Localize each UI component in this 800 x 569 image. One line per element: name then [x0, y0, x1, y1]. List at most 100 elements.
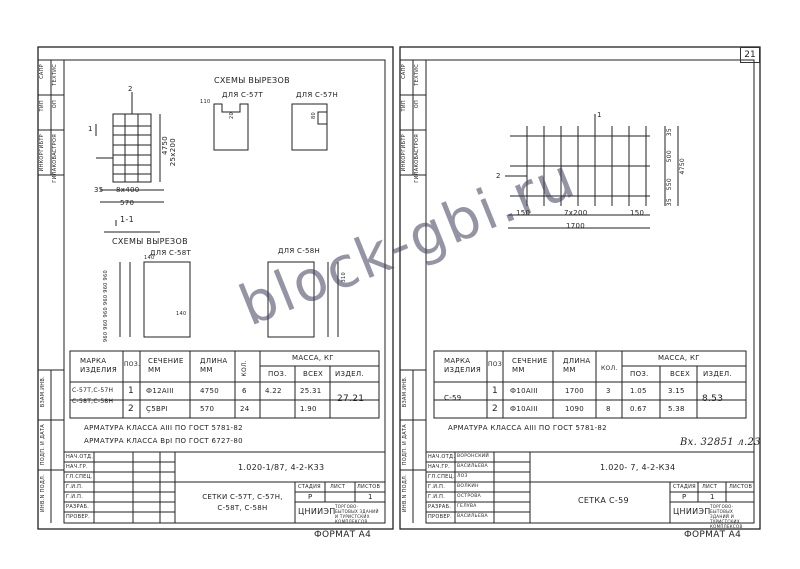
right-marker-2: 2	[496, 172, 501, 180]
left-role-7: ПРОВЕР.	[66, 514, 91, 520]
right-row2-qty: 8	[606, 405, 611, 413]
left-stamp-sheets-h: ЛИСТОВ	[357, 484, 381, 490]
right-side-label-2: ПОДП. И ДАТА	[402, 424, 408, 466]
left-cut-schemes-title: СХЕМЫ ВЫРЕЗОВ	[214, 76, 290, 85]
page-number: 21	[740, 47, 760, 63]
left-dim-8x400: 8x400	[116, 186, 140, 194]
left-cut-schemes-title-2: СХЕМЫ ВЫРЕЗОВ	[112, 237, 188, 246]
left-mass-item: 27.21	[337, 394, 365, 404]
left-stamp-org2: ТОРГОВО-БЫТОВЫХ ЗДАНИЙ И ТУРИСТСКИХ КОМП…	[335, 504, 379, 524]
left-th-qty: КОЛ.	[241, 360, 248, 377]
left-row1-mass-pos: 4.22	[265, 387, 282, 395]
left-dim-960: 960 960 960 960 960 960	[103, 270, 109, 343]
right-side-stamp-3: ТИП	[401, 100, 407, 112]
right-row2-section: Ф10АIII	[510, 405, 539, 413]
left-th-length: ДЛИНА ММ	[200, 357, 228, 374]
left-dim-110: 110	[200, 99, 211, 105]
left-mark-a: С-57Т,С-57Н	[72, 387, 114, 394]
left-row1-section: Ф12АIII	[146, 387, 175, 395]
left-side-label-1: ВЗАМ.ИНВ.	[40, 376, 46, 408]
left-row2-qty: 24	[240, 405, 250, 413]
left-cut-57n: ДЛЯ С-57Н	[296, 91, 339, 99]
left-stamp-stage: Р	[308, 493, 313, 501]
right-name-6: ГЕЛУВА	[457, 504, 477, 509]
right-row1-mass-pos: 1.05	[630, 387, 647, 395]
right-format: ФОРМАТ А4	[684, 530, 742, 540]
right-row1-section: Ф10АIII	[510, 387, 539, 395]
left-role-5: Г.И.П.	[66, 494, 84, 500]
right-side-stamp-1: САПР	[401, 64, 407, 79]
right-stamp-sheet: 1	[710, 493, 715, 501]
left-cut-57t: ДЛЯ С-57Т	[222, 91, 264, 99]
left-th-pos: ПОЗ.	[124, 361, 141, 368]
right-dim-150b: 150	[630, 209, 645, 217]
left-dim-25x200: 25x200	[169, 138, 177, 167]
right-stamp-sheets-h: ЛИСТОВ	[729, 484, 753, 490]
right-side-label-3: ИНВ.N ПОДЛ.	[402, 474, 408, 513]
right-role-1: НАЧ.ОТД.	[428, 454, 456, 460]
left-role-3: ГЛ.СПЕЦ.	[66, 474, 93, 480]
right-stamp-org2: ТОРГОВО-БЫТОВЫХ ЗДАНИЙ И ТУРИСТСКИХ КОМП…	[710, 504, 743, 529]
right-stamp-org: ЦНИИЭП	[673, 507, 711, 516]
right-name-5: ОСТРОВА	[457, 494, 481, 499]
left-th-mass-pos: ПОЗ.	[268, 370, 287, 378]
left-dim-140b: 140	[176, 311, 187, 317]
right-marker-1: 1	[597, 111, 602, 119]
right-side-stamp-4: ОП	[414, 100, 420, 109]
left-row2-length: 570	[200, 405, 215, 413]
right-row1-qty: 3	[606, 387, 611, 395]
left-role-6: РАЗРАБ.	[66, 504, 90, 510]
right-side-stamp-2: ТЕХТИС	[414, 64, 420, 86]
right-stamp-stage: Р	[682, 493, 687, 501]
right-th-mass: МАССА, КГ	[658, 354, 700, 362]
right-role-5: Г.И.П.	[428, 494, 446, 500]
left-dim-570: 570	[120, 199, 135, 207]
left-section-label: 1-1	[120, 215, 134, 224]
right-stamp-sheet-h: ЛИСТ	[702, 484, 718, 490]
left-role-2: НАЧ.ГР.	[66, 464, 88, 470]
left-row1-length: 4750	[200, 387, 220, 395]
left-role-1: НАЧ.ОТД.	[66, 454, 94, 460]
left-cut-58t: ДЛЯ С-58Т	[150, 249, 192, 257]
right-row2-mass-pos: 0.67	[630, 405, 647, 413]
left-dim-4750: 4750	[161, 136, 169, 156]
left-side-stamp-6: СТРОЯ	[52, 134, 58, 153]
right-th-qty: КОЛ.	[601, 365, 618, 372]
right-role-7: ПРОВЕР.	[428, 514, 453, 520]
right-dim-35a: 35	[666, 128, 673, 137]
left-side-stamp-7: ИНКОР	[39, 152, 45, 172]
right-stamp-stage-h: СТАДИЯ	[673, 484, 696, 490]
left-stamp-org: ЦНИИЭП	[298, 507, 336, 516]
left-stamp-sheet-h: ЛИСТ	[330, 484, 346, 490]
left-side-label-3: ИНВ.N ПОДЛ.	[40, 474, 46, 513]
right-role-4: Г.И.П.	[428, 484, 446, 490]
left-stamp-code: 1.020-1/87, 4-2-К33	[238, 463, 325, 472]
right-role-2: НАЧ.ГР.	[428, 464, 450, 470]
right-name-3: ЛОЗ	[457, 474, 468, 479]
right-role-6: РАЗРАБ.	[428, 504, 452, 510]
right-row2-mass-total: 5.38	[668, 405, 685, 413]
right-dim-4750: 4750	[679, 158, 686, 175]
right-th-mark: МАРКА ИЗДЕЛИЯ	[444, 357, 482, 374]
left-cut-58n: ДЛЯ С-58Н	[278, 247, 321, 255]
left-row2-section: Ç5ВРI	[146, 405, 168, 413]
right-side-stamp-7: ИНКОР	[401, 152, 407, 172]
left-row2-pos: 2	[128, 404, 135, 414]
left-marker-2: 2	[128, 85, 133, 93]
left-th-mass: МАССА, КГ	[292, 354, 334, 362]
right-side-label-1: ВЗАМ.ИНВ.	[402, 376, 408, 408]
left-dim-310: 310	[341, 272, 347, 283]
left-note-2: АРМАТУРА КЛАССА ВрI ПО ГОСТ 6727-80	[84, 437, 243, 445]
left-side-label-2: ПОДП. И ДАТА	[40, 424, 46, 466]
left-side-stamp-8: ГИЛАКОВА	[52, 152, 58, 183]
left-side-stamp-1: САПР	[39, 64, 45, 79]
right-row1-length: 1700	[565, 387, 585, 395]
right-handwritten-note: Вх. 32851 л.23	[680, 437, 761, 448]
left-role-4: Г.И.П.	[66, 484, 84, 490]
left-side-stamp-2: ТЕХТИС	[52, 64, 58, 86]
left-note-1: АРМАТУРА КЛАССА АIII ПО ГОСТ 5781-82	[84, 424, 243, 432]
right-th-mass-item: ИЗДЕЛ.	[703, 370, 732, 378]
right-dim-7x200: 7x200	[564, 209, 588, 217]
left-mark-b: С-58Т,С-58Н	[72, 398, 114, 405]
